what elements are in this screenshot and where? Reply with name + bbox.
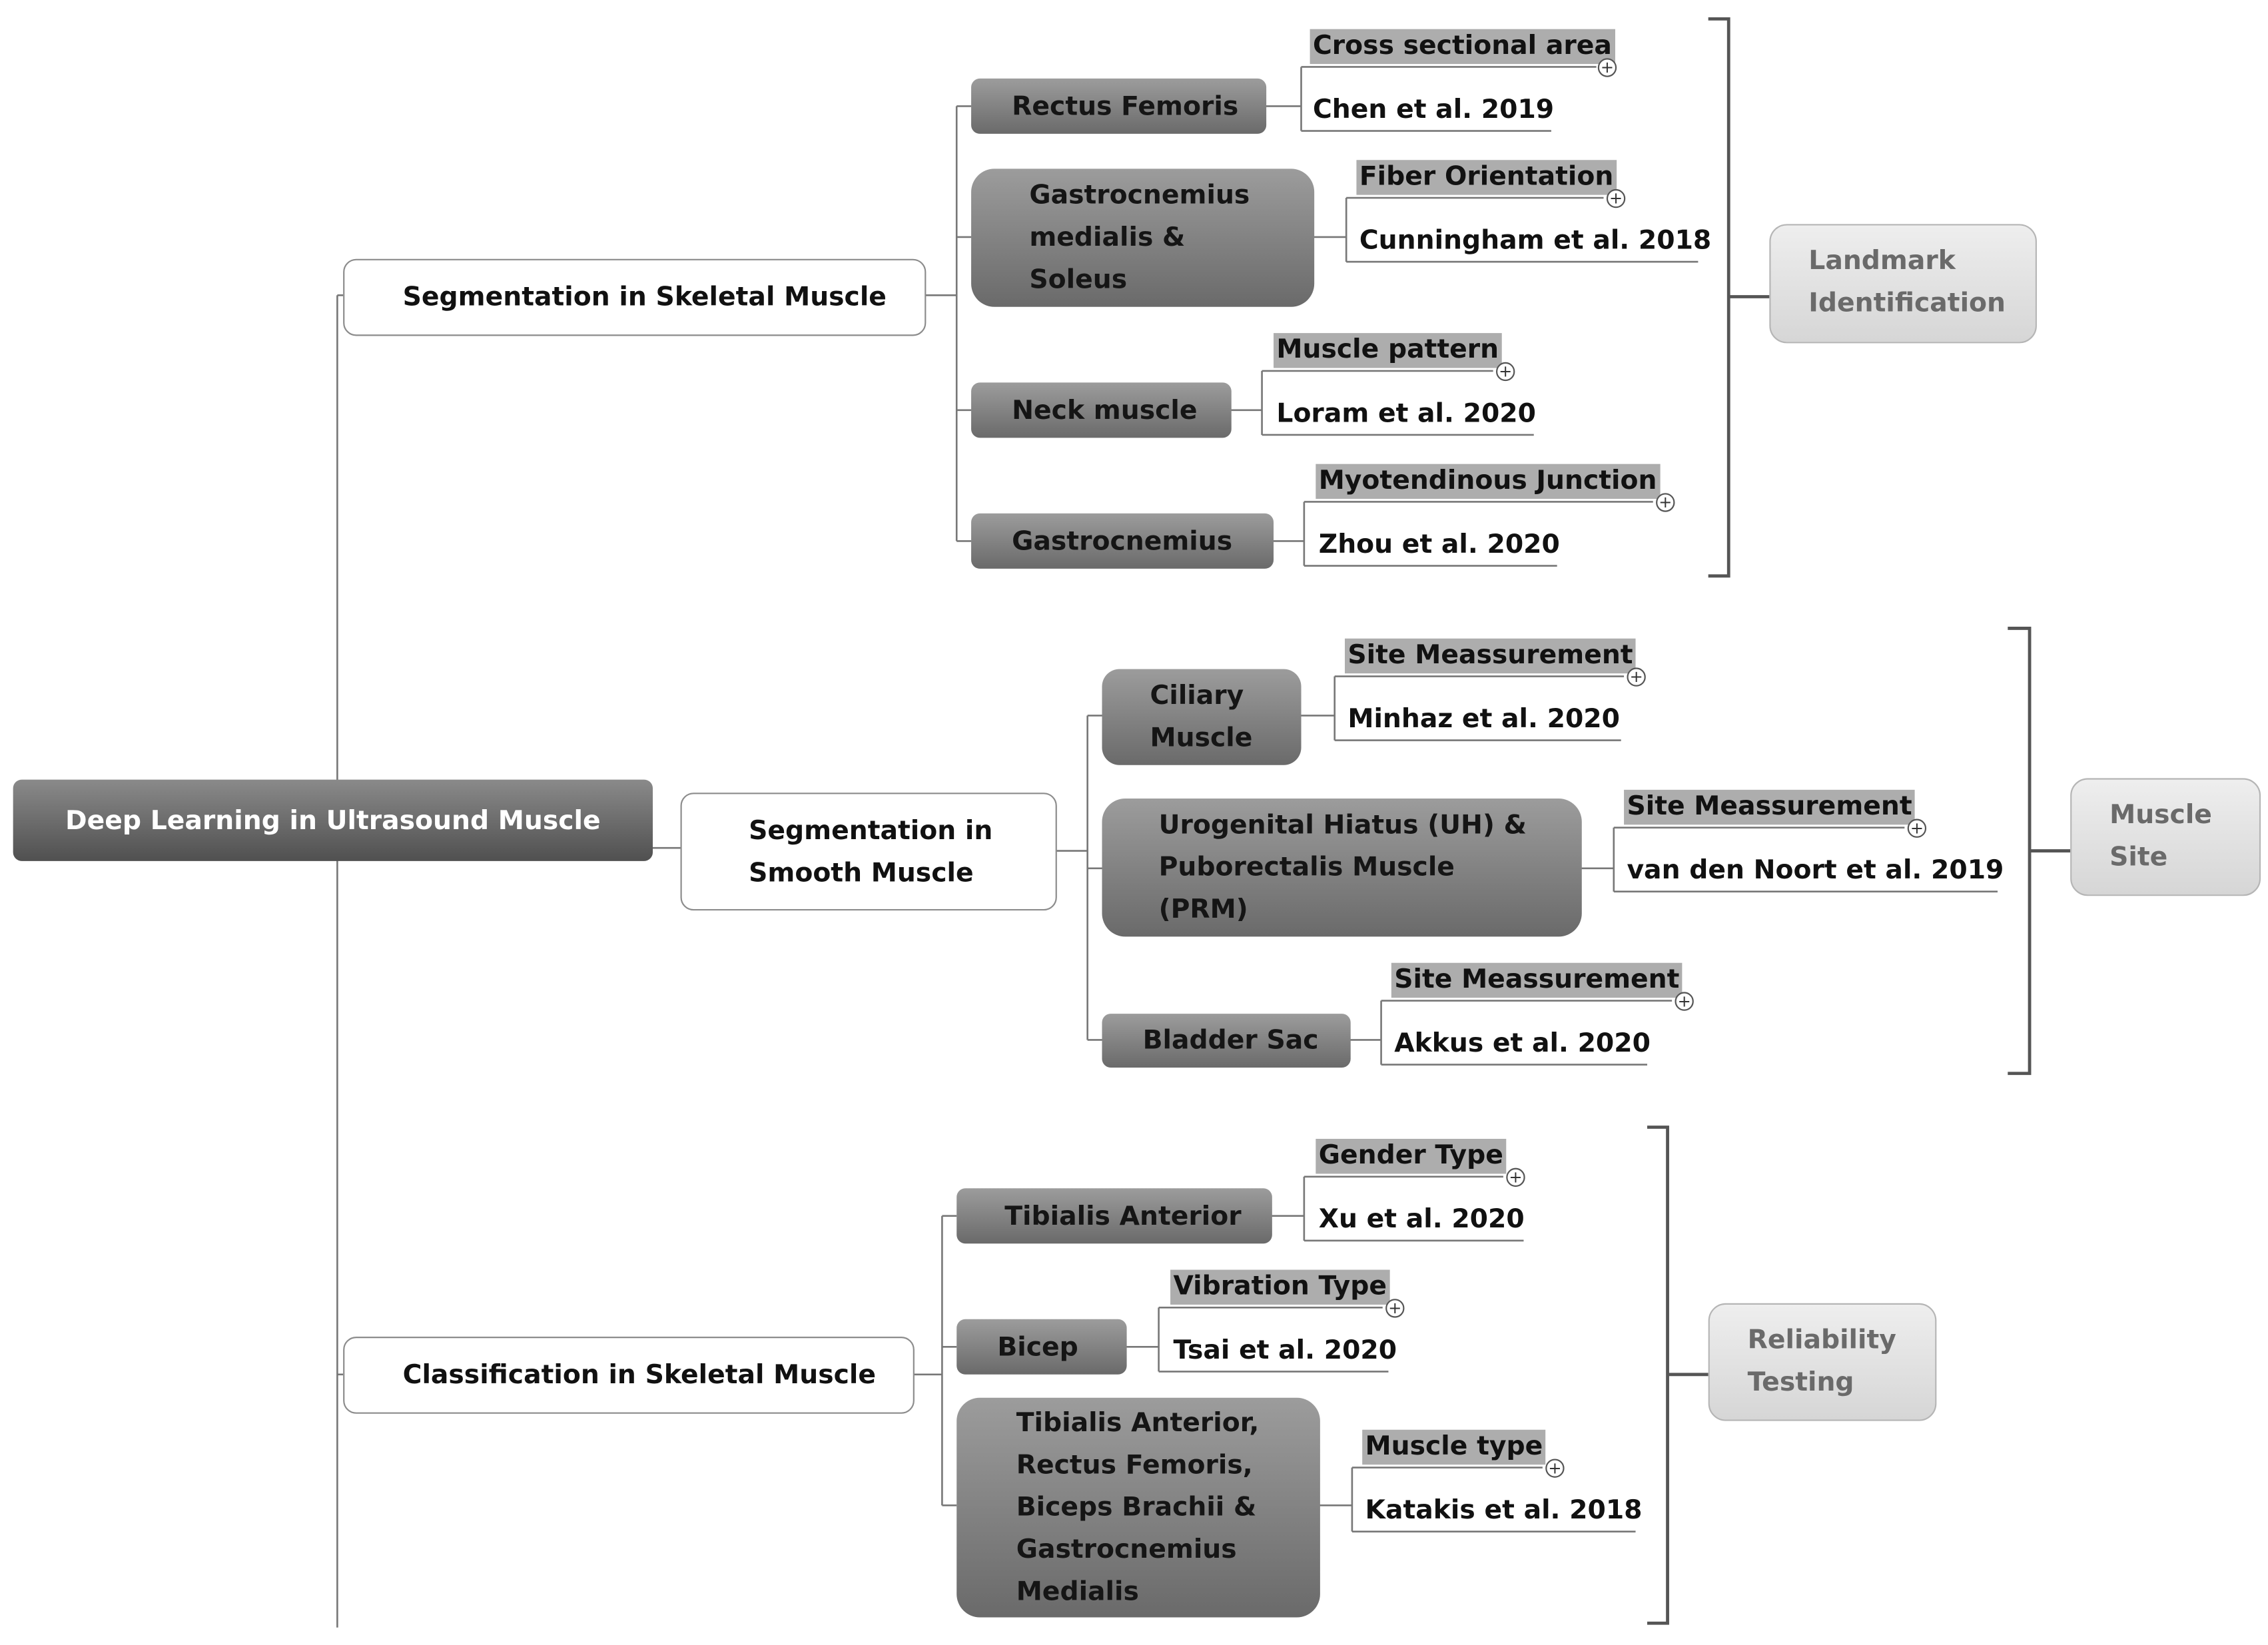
topic-label: Site Meassurement bbox=[1624, 789, 1916, 825]
reference-label: Xu et al. 2020 bbox=[1318, 1204, 1525, 1235]
expand-icon[interactable]: + bbox=[1597, 58, 1617, 77]
topic-label: Gender Type bbox=[1316, 1138, 1507, 1174]
topic-label: Site Meassurement bbox=[1391, 962, 1683, 998]
branch-segmentation-skeletal[interactable]: Segmentation in Skeletal Muscle bbox=[343, 258, 927, 336]
expand-icon[interactable]: + bbox=[1495, 362, 1515, 382]
branch-segmentation-smooth[interactable]: Segmentation in Smooth Muscle bbox=[680, 793, 1057, 911]
muscle-node[interactable]: Gastrocnemius medialis & Soleus bbox=[971, 168, 1315, 307]
muscle-site-group: Muscle Site bbox=[2070, 778, 2261, 896]
reference-label: Loram et al. 2020 bbox=[1276, 398, 1536, 430]
topic-label: Site Meassurement bbox=[1344, 638, 1636, 674]
muscle-node[interactable]: Ciliary Muscle bbox=[1102, 669, 1302, 765]
topic-label: Myotendinous Junction bbox=[1316, 464, 1660, 499]
expand-icon[interactable]: + bbox=[1675, 992, 1694, 1011]
reference-label: Cunningham et al. 2018 bbox=[1359, 225, 1712, 256]
expand-icon[interactable]: + bbox=[1606, 188, 1626, 208]
landmark-identification-group: Landmark Identification bbox=[1769, 224, 2037, 344]
expand-icon[interactable]: + bbox=[1506, 1167, 1525, 1187]
reference-label: van den Noort et al. 2019 bbox=[1627, 855, 2004, 886]
muscle-node[interactable]: Bicep bbox=[956, 1319, 1127, 1375]
expand-icon[interactable]: + bbox=[1907, 819, 1927, 838]
topic-label: Cross sectional area bbox=[1310, 29, 1615, 65]
reference-label: Katakis et al. 2018 bbox=[1365, 1495, 1643, 1526]
expand-icon[interactable]: + bbox=[1385, 1299, 1405, 1318]
reference-label: Minhaz et al. 2020 bbox=[1347, 704, 1620, 735]
reference-label: Akkus et al. 2020 bbox=[1394, 1028, 1651, 1059]
reference-label: Tsai et al. 2020 bbox=[1173, 1335, 1397, 1366]
muscle-node[interactable]: Tibialis Anterior, Rectus Femoris, Bicep… bbox=[956, 1397, 1320, 1618]
branch-classification-skeletal[interactable]: Classification in Skeletal Muscle bbox=[343, 1337, 915, 1414]
reference-label: Chen et al. 2019 bbox=[1312, 94, 1555, 125]
muscle-node[interactable]: Tibialis Anterior bbox=[956, 1188, 1272, 1244]
expand-icon[interactable]: + bbox=[1545, 1459, 1565, 1478]
muscle-node[interactable]: Urogenital Hiatus (UH) & Puborectalis Mu… bbox=[1102, 798, 1582, 937]
topic-label: Muscle pattern bbox=[1274, 333, 1502, 368]
reference-label: Zhou et al. 2020 bbox=[1318, 529, 1560, 560]
muscle-node[interactable]: Bladder Sac bbox=[1102, 1014, 1351, 1068]
topic-label: Fiber Orientation bbox=[1356, 160, 1617, 195]
muscle-node[interactable]: Gastrocnemius bbox=[971, 513, 1274, 569]
reliability-testing-group: Reliability Testing bbox=[1708, 1303, 1937, 1421]
root-node[interactable]: Deep Learning in Ultrasound Muscle bbox=[13, 779, 653, 861]
topic-label: Vibration Type bbox=[1170, 1269, 1390, 1305]
expand-icon[interactable]: + bbox=[1656, 493, 1675, 512]
topic-label: Muscle type bbox=[1362, 1429, 1546, 1465]
muscle-node[interactable]: Neck muscle bbox=[971, 382, 1232, 438]
expand-icon[interactable]: + bbox=[1627, 667, 1646, 687]
muscle-node[interactable]: Rectus Femoris bbox=[971, 78, 1267, 134]
